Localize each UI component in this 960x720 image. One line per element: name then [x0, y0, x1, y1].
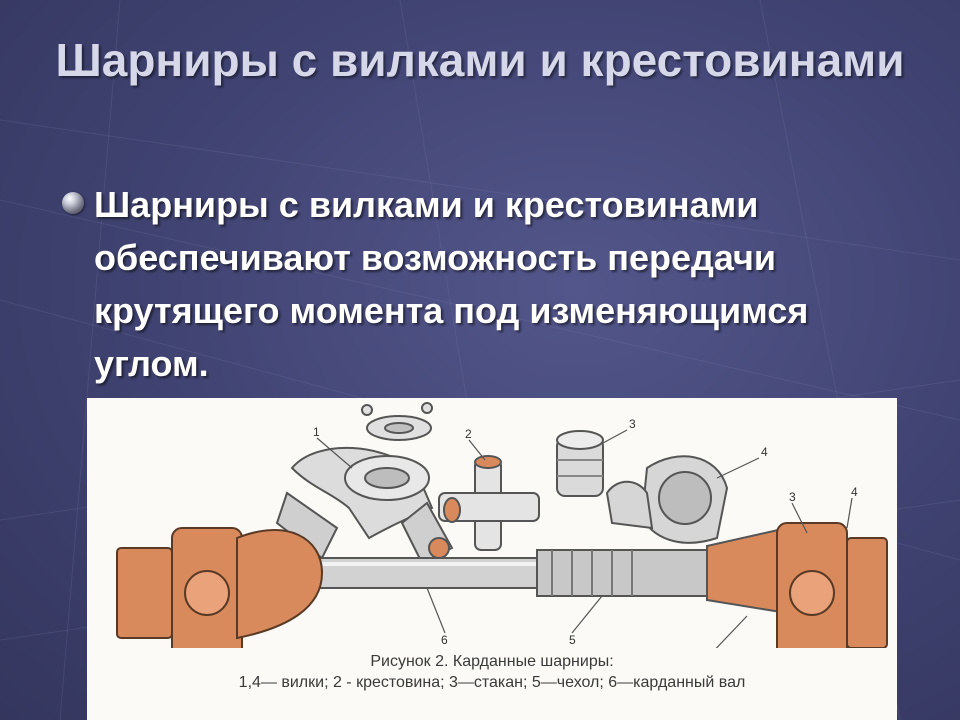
bullet-item: Шарниры с вилками и крестовинами обеспеч… [62, 178, 912, 390]
callout-5: 5 [569, 633, 576, 647]
caption-title: Рисунок 2. Карданные шарниры: [370, 653, 614, 670]
slide-title: Шарниры с вилками и крестовинами [55, 34, 905, 86]
callout-4-right: 4 [851, 485, 858, 499]
bullet-point-icon [62, 192, 84, 214]
callout-2: 2 [465, 427, 472, 441]
callout-labels: 1 2 3 4 3 4 5 6 1 [313, 417, 858, 647]
bearing-cup-part-3 [556, 430, 604, 497]
cross-spider-part-2 [438, 455, 540, 551]
caption-legend: 1,4— вилки; 2 - крестовина; 3—стакан; 5—… [238, 674, 746, 691]
left-universal-joint [116, 527, 324, 648]
cover-plate [361, 402, 433, 441]
callout-1-top: 1 [313, 425, 320, 439]
boot-part-5 [536, 526, 788, 615]
callout-3-right: 3 [789, 490, 796, 504]
yoke-part-1 [275, 446, 454, 565]
flange-yoke-part-4 [605, 455, 729, 544]
callout-4-top: 4 [761, 445, 768, 459]
bullet-text: Шарниры с вилками и крестовинами обеспеч… [94, 184, 809, 384]
cardan-joint-illustration: 1 2 3 4 3 4 5 6 1 Рисунок 2. Карданные ш… [87, 398, 897, 720]
callout-3-top: 3 [629, 417, 636, 431]
figure-caption: Рисунок 2. Карданные шарниры: 1,4— вилки… [87, 651, 897, 693]
callout-lines [316, 429, 853, 648]
cardan-joint-drawing [116, 402, 888, 648]
callout-6: 6 [441, 633, 448, 647]
right-universal-joint [776, 522, 888, 648]
